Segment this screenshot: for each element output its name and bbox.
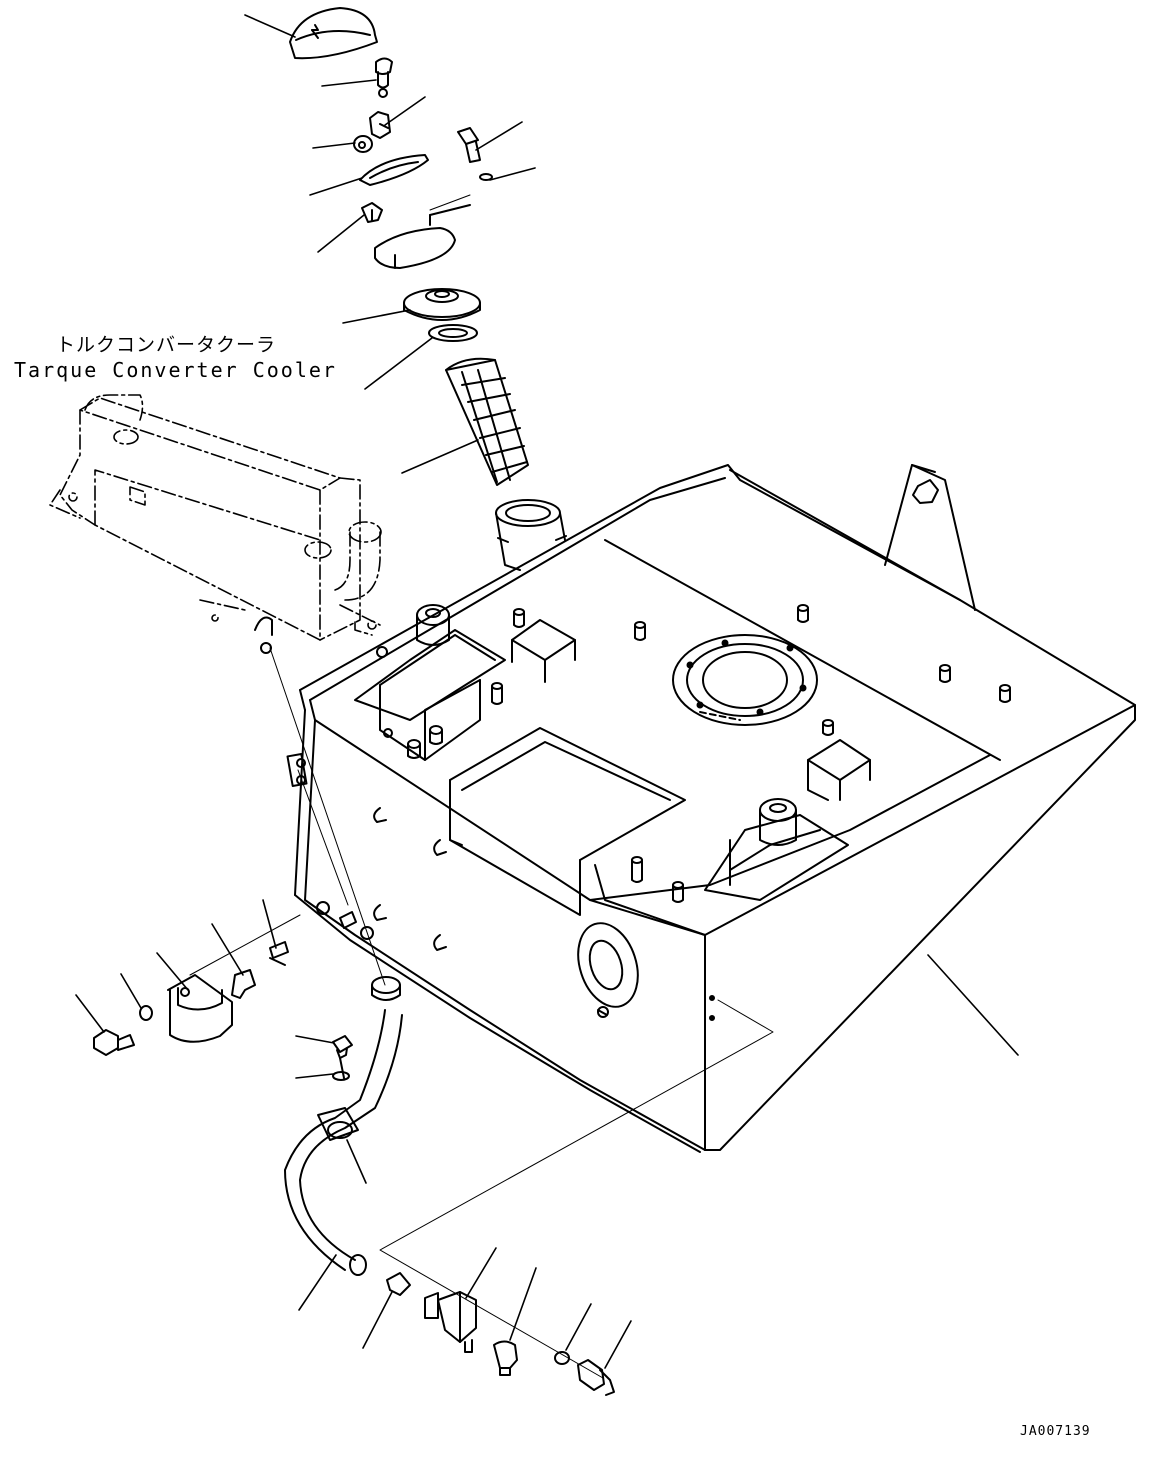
hose-end-clamp [387,1273,410,1295]
rectangular-recess [450,728,685,915]
strainer [446,359,528,485]
drain-plug [494,1342,517,1376]
hose-clamp-top [372,977,400,1000]
cap-cover [375,205,470,268]
clip-fitting [270,942,288,965]
round-port [673,635,817,725]
washer-bottom [555,1352,569,1364]
mounting-bracket [885,465,975,610]
top-brackets [512,620,870,800]
assembly-lines [190,195,773,1378]
drain-valve [425,1292,476,1352]
cooler-drain-tube [255,618,272,653]
bolt-left [94,1030,134,1055]
washer-left [140,1006,152,1020]
valve-fitting [370,112,390,138]
cooler-label-japanese: トルクコンバータクーラ [56,334,277,356]
filler-boss-right [705,799,848,900]
cap-nut [354,136,372,152]
tank-body [295,465,1135,1152]
filler-boss-left [355,605,505,760]
edge-fittings [288,754,714,1020]
top-studs [384,605,1010,902]
hook-clips [374,808,446,950]
latch-clip [362,203,382,222]
leader-lines [76,15,1018,1368]
torque-converter-cooler [50,395,381,640]
cooler-label-english: Tarque Converter Cooler [14,358,337,382]
drawing-number: JA007139 [1020,1424,1091,1439]
hose-clamp [328,1122,352,1138]
gasket [429,325,477,341]
cap-ring [360,155,428,185]
bolt-small [458,128,480,162]
drain-hose [285,1010,402,1275]
elbow-fitting [232,970,255,998]
side-port [568,915,648,1017]
breather-bolt [376,59,392,98]
flange-adapter [404,289,480,320]
bolt-bottom [578,1360,614,1395]
hose-bracket [168,975,232,1042]
washer-small [480,174,492,180]
filler-neck [496,500,566,570]
clamp-bolt-mid [333,1036,352,1080]
filler-cap [290,8,377,58]
